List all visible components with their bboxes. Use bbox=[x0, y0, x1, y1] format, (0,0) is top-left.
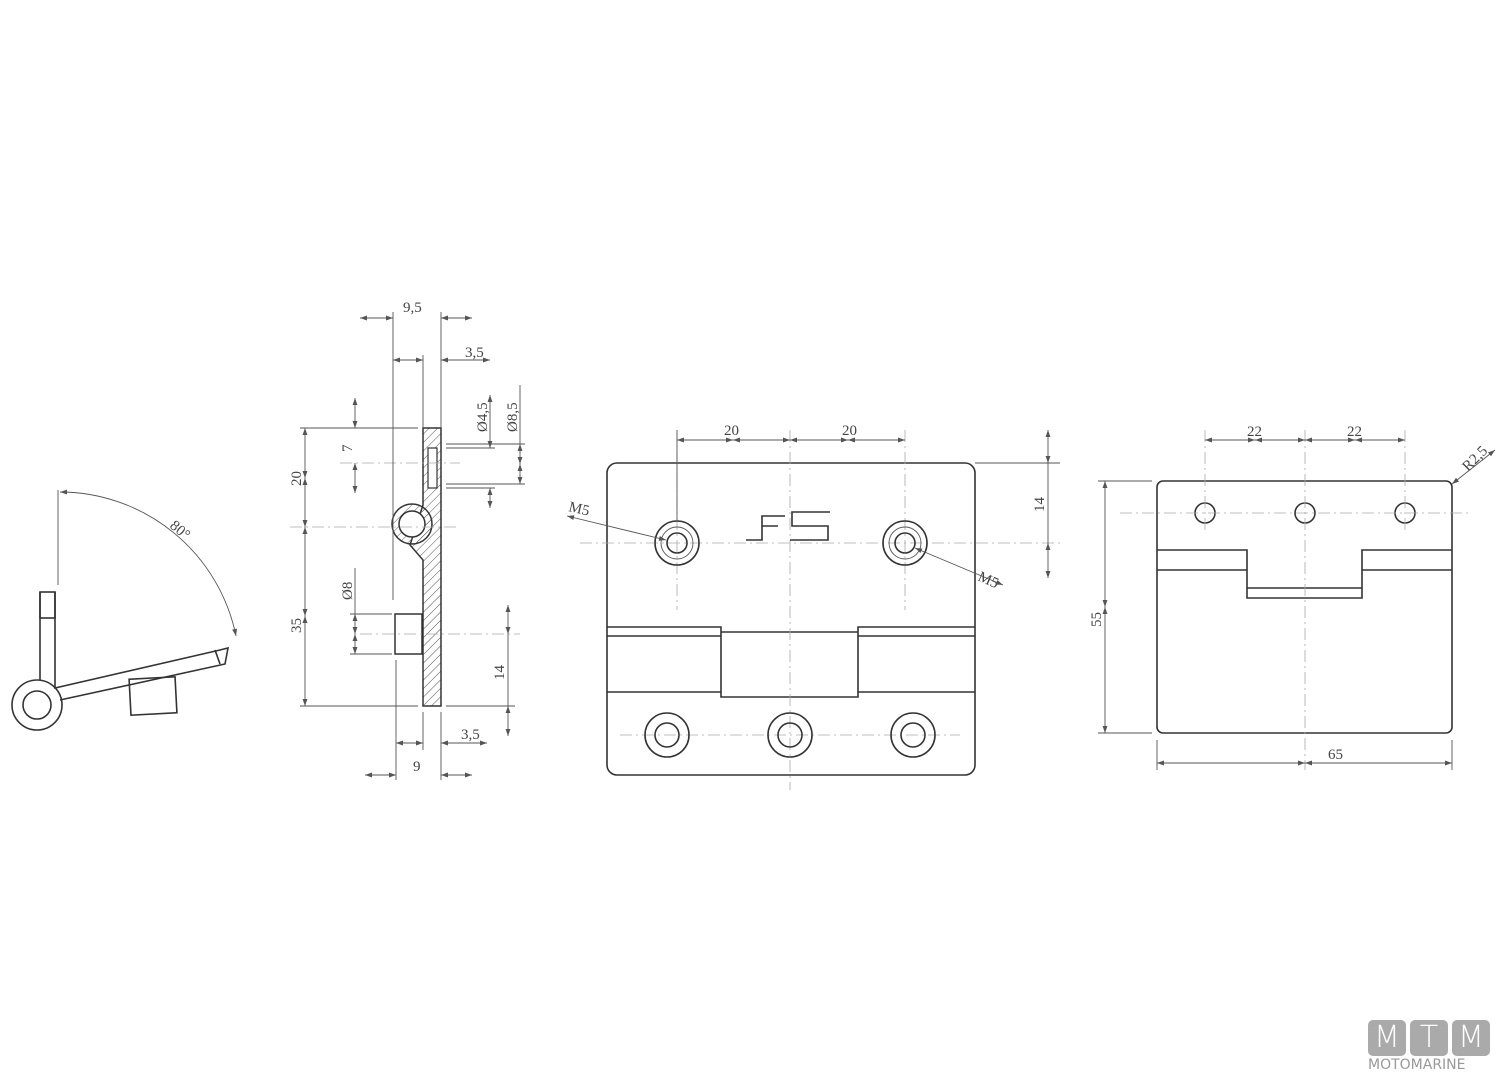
bottom-hole-center bbox=[767, 712, 813, 758]
dim-corner-radius: R2,5 bbox=[1460, 443, 1492, 475]
countersunk-hole bbox=[427, 447, 438, 489]
dim-hole-spacing-left: 22 bbox=[1247, 424, 1262, 440]
threaded-hole-left bbox=[654, 520, 700, 566]
dim-thickness-bottom: 3,5 bbox=[461, 727, 480, 743]
pin-boss bbox=[128, 675, 178, 717]
dim-upper-height: 20 bbox=[289, 471, 305, 486]
thread-leader-left bbox=[566, 515, 667, 541]
angle-arc bbox=[59, 489, 237, 637]
dim-hole-spacing-right: 20 bbox=[842, 423, 857, 439]
dim-height: 55 bbox=[1089, 612, 1105, 627]
knuckle-inner bbox=[22, 690, 52, 720]
back-view: 22 22 R2,5 55 65 bbox=[1089, 424, 1496, 770]
threaded-hole-right bbox=[882, 520, 928, 566]
thread-label-right: M5 bbox=[975, 569, 1001, 592]
dim-hole-offset: 7 bbox=[340, 444, 356, 452]
dim-width-total: 9,5 bbox=[403, 300, 422, 316]
front-view: 20 20 M5 M5 14 bbox=[566, 423, 1060, 790]
dim-pin-offset: 14 bbox=[492, 665, 508, 681]
logo-letter: T bbox=[1410, 1020, 1448, 1056]
dim-width-bottom: 9 bbox=[413, 759, 421, 775]
radius-leader bbox=[1451, 449, 1496, 485]
side-view: 9,5 3,5 7 Ø4,5 Ø8,5 20 35 Ø8 14 3,5 9 bbox=[289, 300, 525, 780]
fs-logo-icon bbox=[746, 511, 830, 541]
bottom-hole-right bbox=[890, 712, 936, 758]
dim-lower-height: 35 bbox=[289, 618, 305, 633]
dim-hole-outer-dia: Ø8,5 bbox=[505, 402, 521, 432]
angle-label: 80° bbox=[166, 518, 192, 544]
leaf-tip-line bbox=[214, 649, 221, 665]
pin-hole bbox=[398, 510, 426, 538]
hinge-outline bbox=[1156, 480, 1453, 734]
knuckle-lines bbox=[607, 626, 975, 698]
dim-pin-dia: Ø8 bbox=[340, 582, 356, 600]
extension-lines bbox=[1098, 480, 1453, 770]
knuckle-outer bbox=[11, 679, 63, 731]
dim-hole-offset-vertical: 14 bbox=[1032, 497, 1048, 513]
dim-hole-spacing-left: 20 bbox=[724, 423, 739, 439]
knuckle-notch bbox=[1157, 549, 1452, 599]
logo-letter: M bbox=[1452, 1020, 1490, 1056]
dim-hole-inner-dia: Ø4,5 bbox=[475, 402, 491, 432]
logo-letter: M bbox=[1368, 1020, 1406, 1056]
dim-thickness-top: 3,5 bbox=[465, 345, 484, 361]
logo-name: MOTOMARINE bbox=[1368, 1057, 1466, 1073]
thread-label-left: M5 bbox=[567, 499, 591, 519]
angle-view: 80° bbox=[11, 489, 237, 731]
leaf-tip bbox=[39, 591, 56, 619]
dim-hole-spacing-right: 22 bbox=[1347, 424, 1362, 440]
hinge-outline bbox=[606, 462, 976, 776]
dim-width: 65 bbox=[1328, 747, 1343, 763]
bottom-hole-left bbox=[644, 712, 690, 758]
motomarine-logo: M T M MOTOMARINE bbox=[1368, 1020, 1496, 1073]
thread-leader-right bbox=[914, 547, 1004, 586]
leaf-open bbox=[39, 592, 230, 701]
extension-lines bbox=[300, 312, 525, 780]
